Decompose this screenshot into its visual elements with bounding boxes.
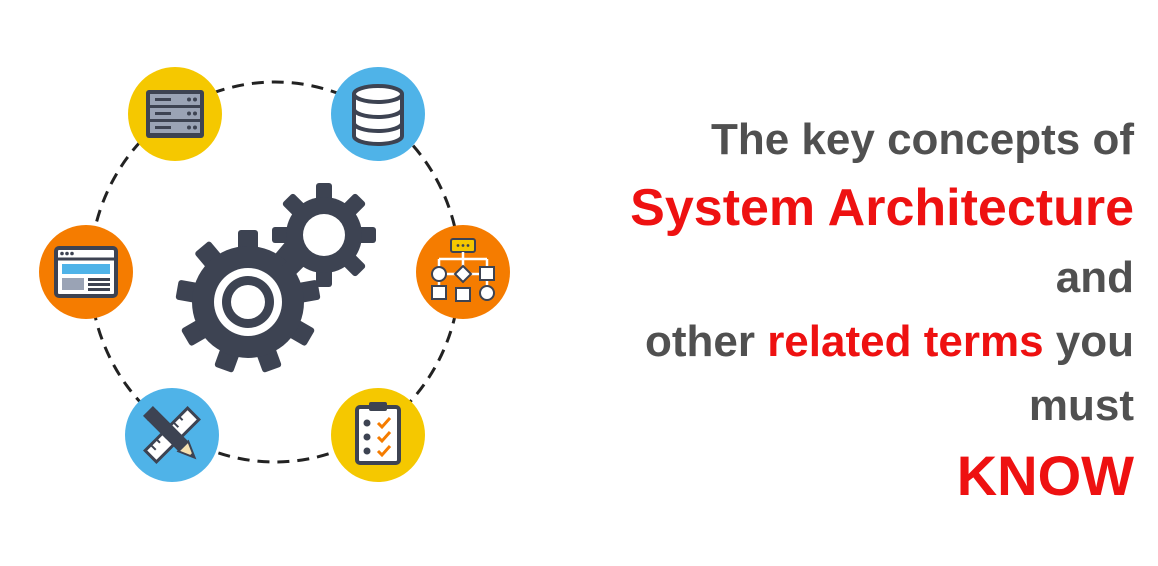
headline-line-4-after: you [1043, 317, 1134, 366]
architecture-diagram [20, 50, 540, 510]
checklist-clipboard-icon [331, 388, 425, 482]
gears-icon [175, 183, 376, 373]
headline-system-architecture: System Architecture [630, 179, 1134, 237]
flowchart-icon [416, 225, 510, 319]
headline-line-4: other related terms you [514, 320, 1134, 384]
browser-window-icon [39, 225, 133, 319]
headline-line-1: The key concepts of [710, 115, 1134, 164]
database-icon [331, 67, 425, 161]
headline-related-terms: related terms [767, 317, 1044, 366]
headline-know: KNOW [956, 444, 1134, 507]
headline: The key concepts of System Architecture … [514, 118, 1134, 518]
headline-line-5: must [1028, 381, 1134, 430]
server-rack-icon [128, 67, 222, 161]
headline-line-4-before: other [644, 317, 768, 366]
ruler-pencil-icon [125, 388, 219, 482]
headline-line-3: and [1055, 253, 1134, 302]
diagram-svg [39, 67, 510, 482]
